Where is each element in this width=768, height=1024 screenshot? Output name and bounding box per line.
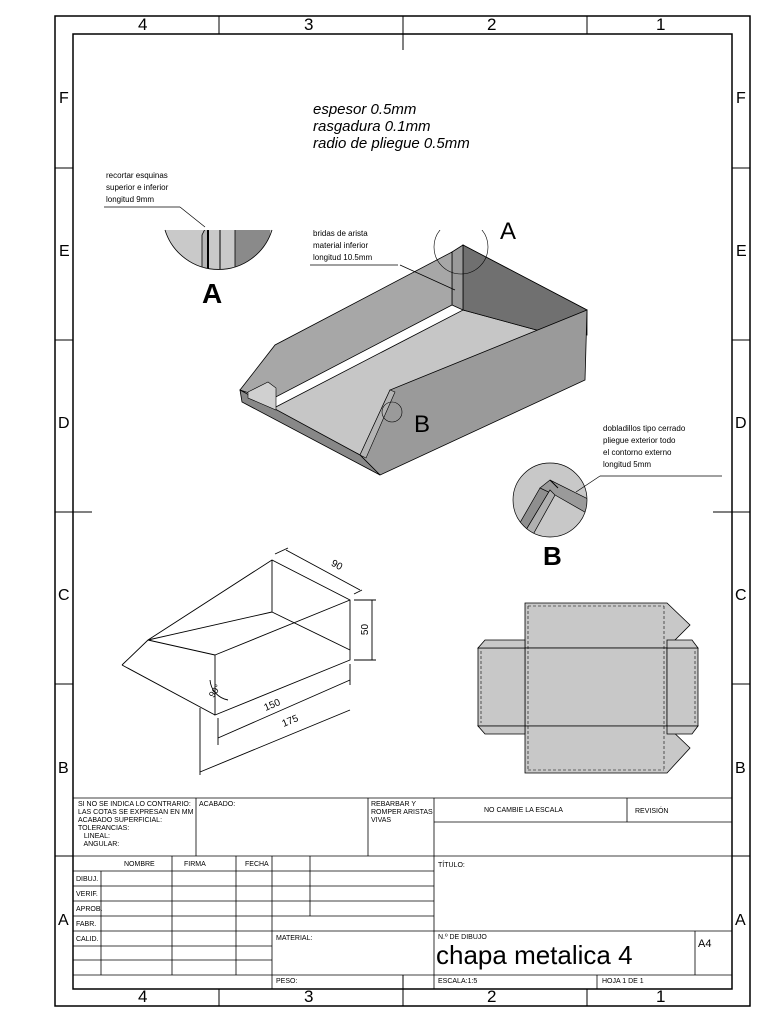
flat-pattern-view: [477, 602, 699, 774]
sheet-number: HOJA 1 DE 1: [602, 978, 644, 985]
note-relief: rasgadura 0.1mm: [313, 118, 431, 135]
isometric-dimensioned-view: [121, 547, 376, 775]
title-label: TÍTULO:: [438, 862, 465, 869]
zone-label-top-1: 1: [656, 15, 666, 34]
zone-label-bottom-4: 4: [138, 987, 148, 1006]
row-manufacturing: FABR.: [76, 921, 97, 928]
zone-label-top-4: 4: [138, 15, 148, 34]
finish-label: ACABADO:: [199, 801, 236, 808]
zone-label-right-f: F: [736, 90, 746, 107]
sheet-size: A4: [698, 938, 712, 950]
zone-label-left-f: F: [59, 90, 69, 107]
zone-label-left-c: C: [58, 587, 70, 604]
zone-label-right-a: A: [735, 912, 746, 929]
material-label: MATERIAL:: [276, 935, 313, 942]
zone-label-right-d: D: [735, 415, 747, 432]
row-drawn: DIBUJ.: [76, 876, 99, 883]
header-signature: FIRMA: [184, 861, 206, 868]
note-thickness: espesor 0.5mm: [313, 101, 417, 118]
callout-edge-flanges: bridas de arista material inferior longi…: [313, 229, 373, 262]
zone-label-right-b: B: [735, 760, 746, 777]
drawing-number-label: N.º DE DIBUJO: [438, 934, 487, 941]
detail-a-leader: [104, 206, 206, 228]
callout-closed-hems: dobladillos tipo cerrado pliegue exterio…: [603, 424, 686, 469]
header-date: FECHA: [245, 861, 269, 868]
iso-label-b: B: [414, 411, 431, 438]
zone-label-bottom-3: 3: [304, 987, 314, 1006]
header-name: NOMBRE: [124, 861, 155, 868]
zone-label-top-2: 2: [487, 15, 497, 34]
deburr-note: REBARBAR Y ROMPER ARISTAS VIVAS: [371, 801, 433, 824]
scale-label: ESCALA:1:5: [438, 978, 478, 985]
zone-label-right-e: E: [736, 243, 747, 260]
do-not-scale-label: NO CAMBIE LA ESCALA: [484, 807, 563, 814]
bridas-underline: [310, 264, 398, 266]
zone-label-left-a: A: [58, 912, 69, 929]
general-tolerances-notes: SI NO SE INDICA LO CONTRARIO: LAS COTAS …: [78, 801, 194, 848]
revision-label: REVISIÓN: [635, 808, 669, 815]
row-checked: VERIF.: [76, 891, 98, 898]
callout-trim-corners: recortar esquinas superior e inferior lo…: [106, 171, 169, 204]
zone-label-right-c: C: [735, 587, 747, 604]
detail-b-label: B: [543, 541, 562, 571]
weight-label: PESO:: [276, 978, 298, 985]
detail-a-view: [164, 229, 273, 270]
detail-b-leader: [575, 475, 722, 493]
drawing-name: chapa metalica 4: [436, 940, 633, 970]
zone-label-bottom-2: 2: [487, 987, 497, 1006]
general-notes: espesor 0.5mm rasgadura 0.1mm radio de p…: [313, 101, 470, 152]
detail-a-label: A: [202, 278, 223, 309]
note-bend-radius: radio de pliegue 0.5mm: [313, 135, 470, 152]
iso-label-a: A: [500, 218, 517, 245]
zone-label-left-b: B: [58, 760, 69, 777]
zone-label-left-d: D: [58, 415, 70, 432]
row-approved: APROB.: [76, 906, 103, 913]
zone-label-top-3: 3: [304, 15, 314, 34]
row-quality: CALID.: [76, 936, 99, 943]
zone-label-left-e: E: [59, 243, 70, 260]
isometric-shaded-view: [239, 230, 588, 476]
detail-b-view: [512, 462, 588, 538]
zone-label-bottom-1: 1: [656, 987, 666, 1006]
